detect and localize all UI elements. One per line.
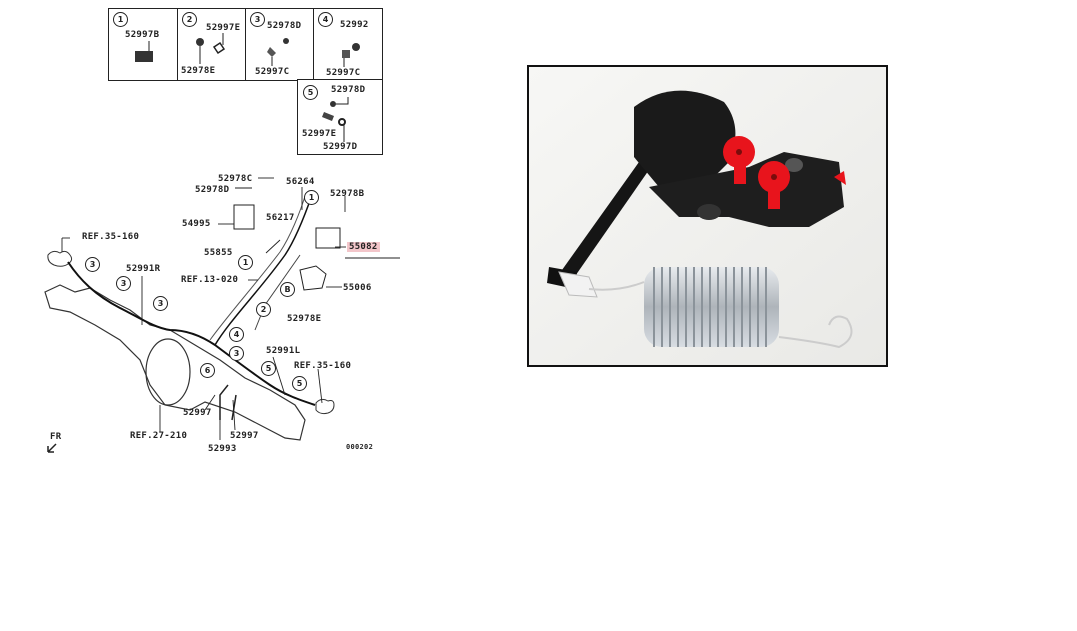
front-label: FR (50, 432, 62, 442)
callout-1: 1 (304, 190, 319, 205)
part-label: 52997B (125, 30, 160, 40)
bolt-bracket-icon (267, 38, 289, 66)
part-label: 52997E (302, 129, 337, 139)
callout-4: 4 (318, 12, 333, 27)
callout-6: 6 (200, 363, 215, 378)
part-label-55006: 55006 (343, 283, 372, 293)
part-label: 52978D (331, 85, 366, 95)
part-label: 52978D (267, 21, 302, 31)
product-photo (527, 65, 888, 367)
brake-line-diagram (44, 177, 400, 453)
part-label-56264: 56264 (286, 177, 315, 187)
ref-label-35-160-left: REF.35-160 (82, 232, 140, 242)
part-label-55855: 55855 (204, 248, 233, 258)
part-label-52978D: 52978D (195, 185, 230, 195)
inset-box-4: 4 52992 52997C (313, 8, 383, 81)
part-label-54995: 54995 (182, 219, 211, 229)
part-label: 52997C (255, 67, 290, 77)
callout-1: 1 (238, 255, 253, 270)
callout-3: 3 (250, 12, 265, 27)
nut-clip-icon (342, 43, 360, 67)
red-cap-icon (723, 136, 846, 209)
part-label-52978E: 52978E (287, 314, 322, 324)
inset-box-3: 3 52978D 52997C (245, 8, 315, 81)
front-arrow-icon (47, 443, 57, 453)
part-label-52997-b: 52997 (230, 431, 259, 441)
inset-box-5: 5 52978D 52997E 52997D (297, 79, 383, 155)
callout-3: 3 (116, 276, 131, 291)
part-label-52993: 52993 (208, 444, 237, 454)
ref-label-27-210: REF.27-210 (130, 431, 188, 441)
connector-icon (135, 41, 153, 62)
callout-2: 2 (182, 12, 197, 27)
part-label-52991R: 52991R (126, 264, 161, 274)
callout-4: 4 (229, 327, 244, 342)
ref-label-13-020: REF.13-020 (181, 275, 239, 285)
inset-box-2: 2 52997E 52978E (177, 8, 247, 81)
inset-box-1: 1 52997B (108, 8, 179, 81)
callout-3: 3 (229, 346, 244, 361)
callout-2: 2 (256, 302, 271, 317)
callout-5: 5 (303, 85, 318, 100)
part-label-52978C: 52978C (218, 174, 253, 184)
part-label-52978B: 52978B (330, 189, 365, 199)
callout-5: 5 (261, 361, 276, 376)
callout-1: 1 (113, 12, 128, 27)
part-label: 52997D (323, 142, 358, 152)
ref-label-35-160-right: REF.35-160 (294, 361, 352, 371)
callout-B: B (280, 282, 295, 297)
part-label-52991L: 52991L (266, 346, 301, 356)
part-label: 52997C (326, 68, 361, 78)
part-label: 52992 (340, 20, 369, 30)
part-label-55082-highlighted: 55082 (347, 242, 380, 252)
proportioning-valve-image (529, 67, 886, 365)
callout-3: 3 (85, 257, 100, 272)
part-label: 52978E (181, 66, 216, 76)
callout-3: 3 (153, 296, 168, 311)
part-label-52997-a: 52997 (183, 408, 212, 418)
diagram-code: 000202 (346, 443, 374, 451)
part-label-56217: 56217 (266, 213, 295, 223)
bolt-clip-icon (196, 33, 226, 64)
callout-5: 5 (292, 376, 307, 391)
bolt-clip-icon (322, 97, 349, 142)
part-label: 52997E (206, 23, 241, 33)
